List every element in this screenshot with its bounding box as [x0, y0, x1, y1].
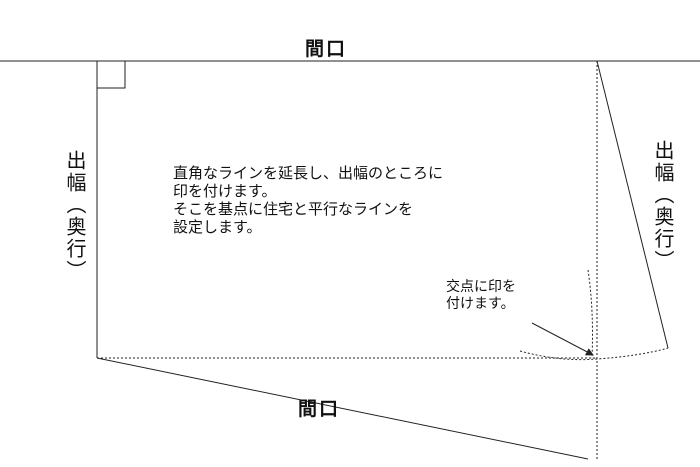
- instruction-line: 設定します。: [173, 218, 262, 236]
- left-depth-label: 出幅（奥行）: [63, 150, 87, 282]
- top-frontage-label: 間口: [305, 38, 348, 60]
- intersection-note-line: 付けます。: [446, 296, 515, 312]
- bottom-frontage-label: 間口: [298, 398, 341, 420]
- instruction-line: 直角なラインを延長し、出幅のところに: [173, 164, 444, 182]
- intersection-note: 交点に印を 付けます。: [446, 279, 516, 313]
- measurement-arc-bottom: [519, 347, 669, 361]
- intersection-note-line: 交点に印を: [446, 279, 516, 295]
- slanted-right-depth-line: [596, 60, 669, 349]
- measurement-arc-vertical: [587, 269, 593, 359]
- right-depth-label: 出幅（奥行）: [651, 140, 675, 272]
- right-angle-marker: [96, 60, 126, 89]
- instruction-line: そこを基点に住宅と平行なラインを: [173, 200, 414, 218]
- instruction-line: 印を付けます。: [173, 182, 277, 200]
- intersection-arrow: [531, 322, 594, 356]
- instruction-note: 直角なラインを延長し、出幅のところに 印を付けます。 そこを基点に住宅と平行なラ…: [173, 164, 443, 236]
- slanted-bottom-frontage-line: [96, 357, 589, 460]
